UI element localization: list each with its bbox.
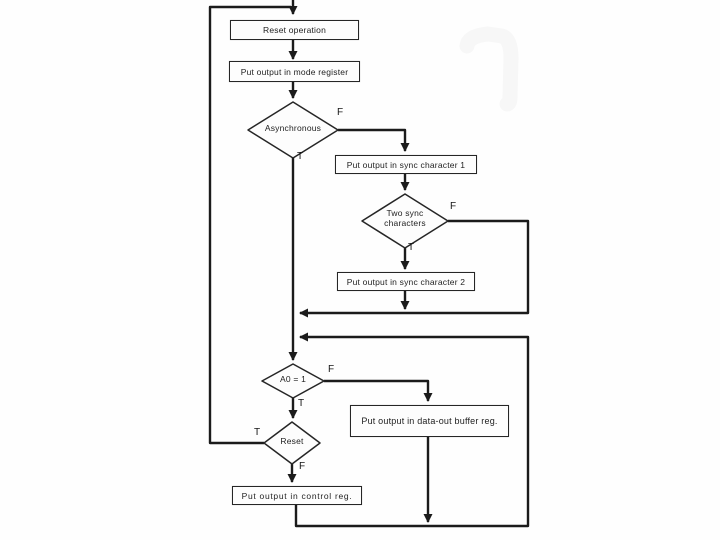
decision-asynchronous-shape	[247, 101, 339, 159]
branch-label-asynchronous-true: T	[297, 151, 304, 162]
decision-a0-shape	[261, 363, 325, 399]
branch-label-two-sync-true: T	[408, 242, 415, 253]
branch-label-a0-false: F	[328, 364, 335, 375]
branch-label-two-sync-false: F	[450, 201, 457, 212]
process-data-out-buffer: Put output in data-out buffer reg.	[350, 405, 509, 437]
process-control-reg: Put output in control reg.	[232, 486, 362, 505]
decision-two-sync-shape	[361, 193, 449, 249]
decision-a0-label: A0 = 1	[279, 374, 306, 384]
decision-reset-label: Reset	[280, 436, 304, 446]
edge-reset-true-loop	[208, 5, 291, 445]
process-reset-operation: Reset operation	[230, 20, 359, 40]
scan-watermark	[459, 26, 519, 112]
branch-label-reset-true: T	[254, 427, 261, 438]
branch-label-a0-true: T	[298, 398, 305, 409]
edge-bottom-loop	[294, 332, 530, 528]
decision-two-sync-label: Two sync characters	[384, 208, 426, 228]
process-mode-register: Put output in mode register	[229, 61, 360, 82]
branch-label-reset-false: F	[299, 461, 306, 472]
decision-asynchronous-label: Asynchronous	[264, 123, 322, 133]
connector-lines	[208, 0, 530, 528]
process-sync-character-1: Put output in sync character 1	[335, 155, 477, 174]
decision-reset-shape	[263, 421, 321, 465]
edge-twosync-false	[299, 219, 530, 318]
branch-label-asynchronous-false: F	[337, 107, 344, 118]
edge-asynchronous-false	[338, 128, 410, 152]
process-sync-character-2: Put output in sync character 2	[337, 272, 475, 291]
edge-a0-false	[324, 379, 433, 402]
